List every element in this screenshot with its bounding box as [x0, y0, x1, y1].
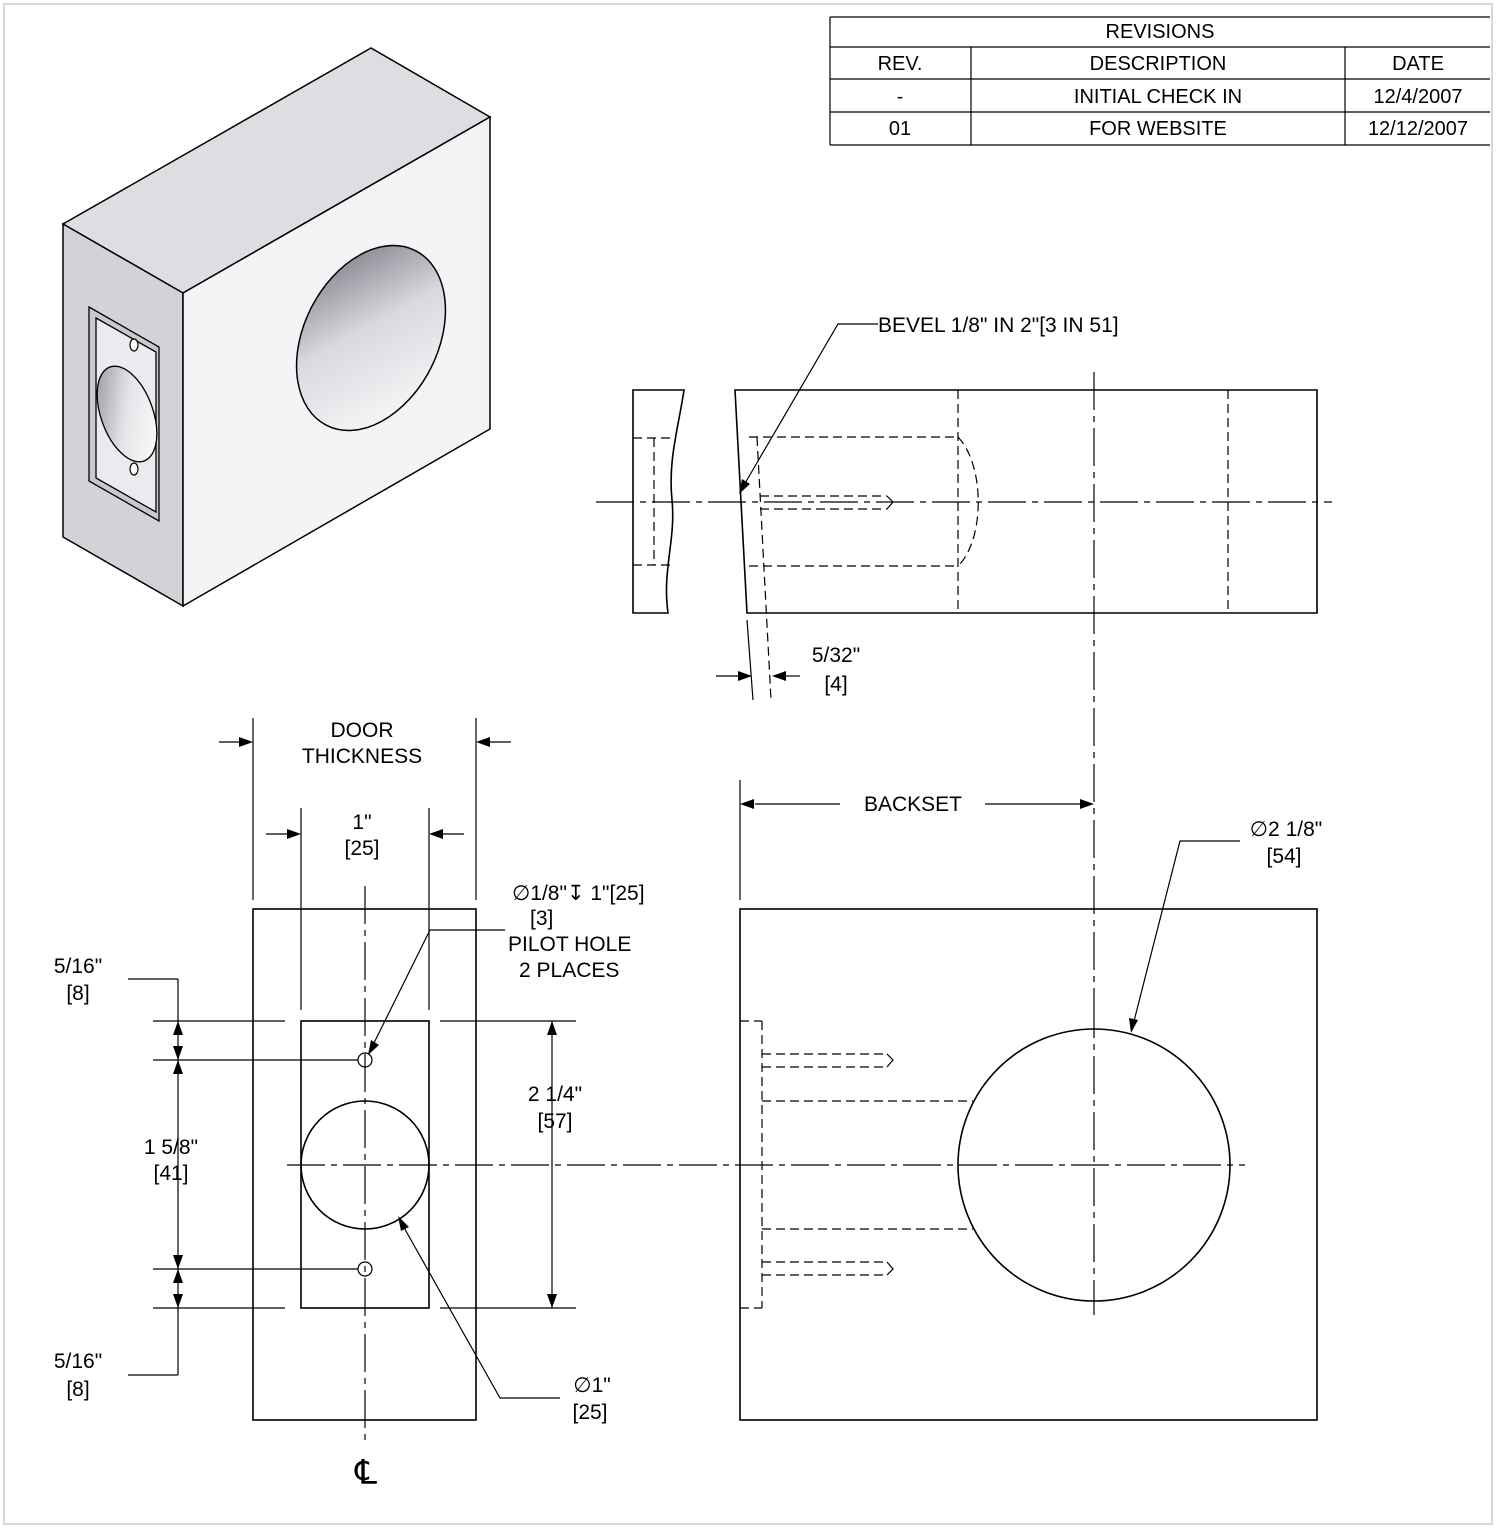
pilot-note-1: ∅1/8"↧ 1"[25] [512, 882, 645, 905]
door-face-outline [739, 908, 1318, 1421]
revisions-table: REVISIONS REV. DESCRIPTION DATE - INITIA… [829, 16, 1490, 146]
plate-width-in: 1" [352, 811, 371, 834]
door-body-top [734, 389, 1318, 614]
iso-front-bore [295, 244, 447, 432]
edge-bore-in: ∅1" [573, 1374, 610, 1397]
bevel-note: BEVEL 1/8" IN 2"[3 IN 51] [878, 314, 1119, 337]
top-offset-in: 5/16" [54, 955, 102, 978]
plate-height-in: 2 1/4" [528, 1083, 582, 1106]
bottom-offset-mm: [8] [66, 1378, 89, 1401]
plate-height-mm: [57] [537, 1110, 572, 1133]
row2-date: 12/12/2007 [1368, 118, 1468, 140]
pilot-note-2: [3] [530, 907, 553, 930]
sheet-border [3, 3, 1493, 1525]
hole-spacing-mm: [41] [153, 1162, 188, 1185]
header-description: DESCRIPTION [1090, 53, 1227, 75]
top-offset-mm: [8] [66, 982, 89, 1005]
hole-spacing-in: 1 5/8" [144, 1136, 198, 1159]
cross-bore-in: ∅2 1/8" [1250, 818, 1322, 841]
iso-edge-bore [96, 365, 158, 463]
door-thickness-label-2: THICKNESS [302, 745, 422, 768]
row2-rev: 01 [889, 118, 911, 140]
bottom-offset-in: 5/16" [54, 1350, 102, 1373]
edge-view: DOOR THICKNESS 1" [25] ℄ ∅1/8"↧ 1"[25] [… [54, 718, 1245, 1492]
iso-pilot-hole-top [129, 338, 139, 352]
bevel-offset-mm: [4] [824, 673, 847, 696]
row1-rev: - [897, 86, 904, 108]
header-date: DATE [1392, 53, 1444, 75]
face-view: BACKSET ∅2 1/8" [54] [739, 780, 1322, 1421]
row2-description: FOR WEBSITE [1089, 118, 1227, 140]
cross-bore-leader [1132, 840, 1240, 1026]
cross-bore-mm: [54] [1266, 845, 1301, 868]
bevel-leader [743, 323, 878, 486]
row1-description: INITIAL CHECK IN [1074, 86, 1242, 108]
revisions-title: REVISIONS [1106, 21, 1215, 43]
isometric-view [61, 47, 492, 608]
edge-bore-mm: [25] [572, 1401, 607, 1424]
backset-label: BACKSET [864, 793, 962, 816]
header-rev: REV. [878, 53, 923, 75]
pilot-leader [370, 929, 505, 1050]
bevel-offset-in: 5/32" [812, 644, 860, 667]
plate-width-mm: [25] [344, 837, 379, 860]
top-view: BEVEL 1/8" IN 2"[3 IN 51] 5/32" [4] [596, 314, 1332, 1000]
iso-pilot-hole-bottom [129, 462, 139, 476]
pilot-note-3: PILOT HOLE [508, 933, 631, 956]
door-thickness-label-1: DOOR [331, 719, 394, 742]
pilot-note-4: 2 PLACES [519, 959, 619, 982]
row1-date: 12/4/2007 [1374, 86, 1463, 108]
edge-bore-leader [401, 1223, 560, 1399]
centerline-symbol: ℄ [354, 1454, 377, 1492]
broken-section [632, 389, 685, 614]
